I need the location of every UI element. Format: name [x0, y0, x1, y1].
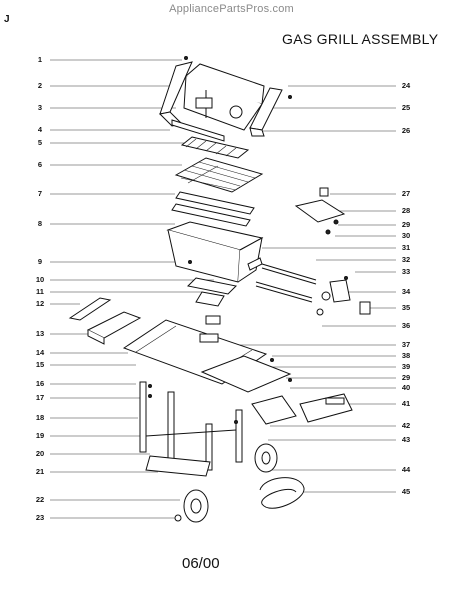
left-callout-16: 17	[35, 393, 45, 402]
left-callout-11: 12	[35, 299, 45, 308]
left-callout-9: 10	[35, 275, 45, 284]
left-callout-6: 7	[37, 189, 43, 198]
left-callout-2: 3	[37, 103, 43, 112]
right-callout-7: 31	[401, 243, 411, 252]
right-callout-2: 26	[401, 126, 411, 135]
right-callout-12: 36	[401, 321, 411, 330]
left-callout-7: 8	[37, 219, 43, 228]
left-callout-4: 5	[37, 138, 43, 147]
left-callout-12: 13	[35, 329, 45, 338]
corner-mark: J	[4, 14, 10, 25]
right-callout-3: 27	[401, 189, 411, 198]
right-callout-6: 30	[401, 231, 411, 240]
cooking-grate-part	[174, 157, 264, 193]
left-callout-13: 14	[35, 348, 45, 357]
right-callout-15: 39	[401, 362, 411, 371]
burner-part	[186, 257, 317, 307]
side-shelf-part	[68, 297, 142, 345]
left-callout-1: 2	[37, 81, 43, 90]
right-callout-21: 44	[401, 465, 411, 474]
right-callout-16: 29	[401, 373, 411, 382]
left-callout-17: 18	[35, 413, 45, 422]
left-callout-18: 19	[35, 431, 45, 440]
left-callout-14: 15	[35, 360, 45, 369]
right-callout-0: 24	[401, 81, 411, 90]
left-callout-19: 20	[35, 449, 45, 458]
left-callout-5: 6	[37, 160, 43, 169]
lid-assembly-part	[158, 56, 292, 142]
right-callout-20: 43	[401, 435, 411, 444]
left-callout-20: 21	[35, 467, 45, 476]
right-callout-9: 33	[401, 267, 411, 276]
right-callout-4: 28	[401, 206, 411, 215]
right-callout-14: 38	[401, 351, 411, 360]
cart-frame-part	[122, 319, 292, 393]
left-callout-21: 22	[35, 495, 45, 504]
cart-legs-part	[139, 381, 243, 477]
warming-rack-part	[180, 136, 250, 159]
heat-plate-part	[171, 191, 255, 227]
diagram-title: GAS GRILL ASSEMBLY	[282, 31, 439, 47]
right-callout-8: 32	[401, 255, 411, 264]
right-callout-17: 40	[401, 383, 411, 392]
left-callout-3: 4	[37, 125, 43, 134]
right-callout-1: 25	[401, 103, 411, 112]
firebox-part	[166, 221, 264, 283]
right-callout-10: 34	[401, 287, 411, 296]
revision-date: 06/00	[182, 555, 220, 572]
right-callout-11: 35	[401, 303, 411, 312]
left-callout-22: 23	[35, 513, 45, 522]
door-panel-part	[251, 393, 353, 425]
left-callout-8: 9	[37, 257, 43, 266]
left-leader-lines	[50, 59, 214, 519]
control-panel-part	[205, 187, 371, 325]
right-leader-lines	[218, 85, 396, 493]
right-callout-22: 45	[401, 487, 411, 496]
left-callout-0: 1	[37, 55, 43, 64]
left-callout-10: 11	[36, 287, 44, 296]
right-callout-13: 37	[401, 340, 411, 349]
right-callout-19: 42	[401, 421, 411, 430]
right-callout-18: 41	[401, 399, 411, 408]
wheel-part	[174, 443, 305, 523]
watermark: AppliancePartsPros.com	[169, 3, 294, 15]
left-callout-15: 16	[35, 379, 45, 388]
right-callout-5: 29	[401, 220, 411, 229]
